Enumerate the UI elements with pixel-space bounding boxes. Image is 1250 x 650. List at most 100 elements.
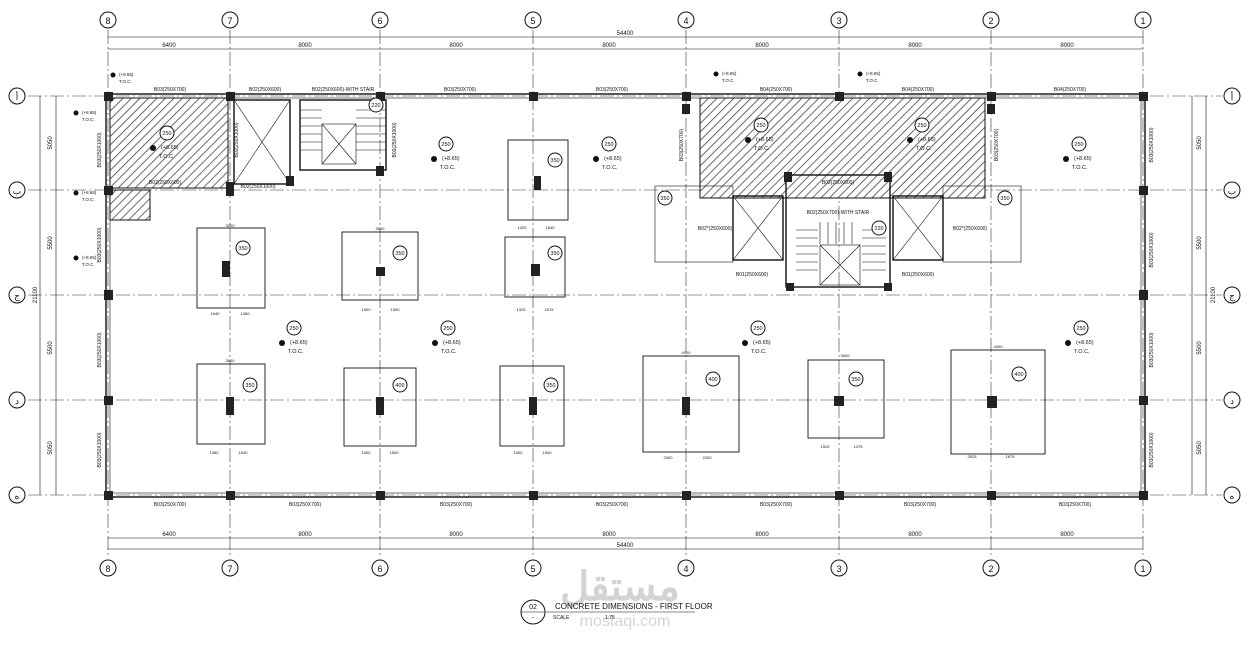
grid-bubble-bottom-4: 4 — [683, 564, 688, 574]
dim-left-row-4: 5050 — [48, 441, 54, 455]
grid-bubble-left-b: ب — [13, 186, 21, 196]
slab-tag-stair-220: 220 — [371, 103, 380, 109]
beam-stair-right: B02(250X1000) — [392, 122, 398, 157]
svg-text:(+8.65): (+8.65) — [756, 137, 774, 143]
stair-treads-left — [300, 109, 386, 151]
grid-bubble-right-e: ه — [1230, 491, 1235, 501]
svg-text:(+8.65): (+8.65) — [604, 156, 622, 162]
level-tag-16: (+8.65) T.O.C. — [857, 71, 881, 83]
level-tag-13: (+8.65)T.O.C. — [73, 255, 97, 267]
beam-labels-bottom: B03(250X700) B03(250X700) B03(250X700) B… — [154, 502, 1092, 508]
svg-text:T.O.C.: T.O.C. — [82, 197, 95, 202]
beam-stair-bottom: B02(250X1000) — [240, 184, 275, 190]
svg-text:(+8.65): (+8.65) — [443, 340, 461, 346]
grid-bubble-bottom-8: 8 — [105, 564, 110, 574]
fd-21: 4000 — [682, 350, 692, 355]
fd-4: 1500 — [391, 307, 401, 312]
svg-text:T.O.C.: T.O.C. — [751, 349, 767, 355]
level-tag-12: (+8.65)T.O.C. — [73, 190, 97, 202]
footing-tag-9: 350 — [851, 377, 860, 383]
grid-bubble-bottom-5: 5 — [530, 564, 535, 574]
side-grid-bubbles: أ ب ج د ه أ ب ج د ه — [8, 87, 1241, 504]
beam-core-vert-right: B03(250X700) — [994, 129, 1000, 162]
bottom-dimensions: 6400 8000 8000 8000 8000 8000 8000 54400 — [108, 532, 1143, 550]
svg-text:(+8.65): (+8.65) — [866, 71, 881, 76]
fd-19: 2625 — [968, 454, 978, 459]
bottom-grid-bubbles: 8 7 6 5 4 3 2 1 — [99, 559, 1152, 577]
level-tag-8: (+8.65)T.O.C. — [150, 145, 179, 160]
svg-text:(+8.65): (+8.65) — [918, 137, 936, 143]
dim-top-span-6: 8000 — [908, 43, 922, 49]
beam-labels-vertical: B03(250X1000) B03(250X1000) B03(250X1000… — [97, 122, 1155, 467]
level-tag-7: (+8.65)T.O.C. — [1065, 340, 1094, 355]
fd-20: 1675 — [1006, 454, 1016, 459]
grid-bubble-right-a: أ — [1231, 90, 1234, 102]
beam-right-2: B03(250X1000) — [1149, 232, 1155, 267]
hatched-slab-left — [109, 97, 229, 189]
fd-23: 3000 — [226, 358, 236, 363]
grid-bubble-right-b: ب — [1228, 186, 1236, 196]
beam-core-right-lower: B01(250X600) — [902, 272, 935, 278]
beam-right-1: B03(250X1000) — [1149, 127, 1155, 162]
footing-tag-1: 350 — [238, 246, 247, 252]
watermark-latin: mostaqi.com — [580, 613, 671, 630]
footing-tag-4: 350 — [550, 158, 559, 164]
svg-text:(+8.65): (+8.65) — [753, 340, 771, 346]
footing-tag-12: 350 — [1000, 196, 1009, 202]
level-tag-10: (+8.65) T.O.C. — [907, 137, 936, 152]
beam-right-3: B03(250X1000) — [1149, 332, 1155, 367]
level-tag-14: (+8.65)T.O.C. — [110, 72, 134, 84]
level-tag-1: (+8.65)T.O.C. — [431, 156, 460, 171]
fd-8: 1640 — [546, 225, 556, 230]
fd-12: 1500 — [390, 450, 400, 455]
footing-tag-6: 400 — [395, 383, 404, 389]
beam-top-3: B02(250X600)-WITH STAIR — [312, 87, 375, 93]
svg-text:(+8.65): (+8.65) — [161, 145, 179, 151]
dim-bottom-span-2: 8000 — [298, 532, 312, 538]
grid-bubble-bottom-6: 6 — [377, 564, 382, 574]
dim-top-span-5: 8000 — [755, 43, 769, 49]
slab-tag-5: 250 — [289, 326, 298, 332]
fd-5: 1325 — [517, 307, 527, 312]
grid-bubble-top-1: 1 — [1140, 16, 1145, 26]
grid-bubble-left-a: أ — [16, 90, 19, 102]
title-block: 02 - CONCRETE DIMENSIONS - FIRST FLOOR S… — [520, 599, 713, 625]
grid-bubble-bottom-1: 1 — [1140, 564, 1145, 574]
svg-text:T.O.C.: T.O.C. — [916, 146, 932, 152]
svg-text:T.O.C.: T.O.C. — [866, 78, 879, 83]
beam-top-7: B04(250X700) — [902, 87, 935, 93]
fd-22: 4000 — [994, 344, 1004, 349]
side-dimensions: 5050 5500 5500 5050 21100 5050 5500 5500… — [33, 96, 1217, 495]
svg-text:T.O.C.: T.O.C. — [1072, 165, 1088, 171]
dim-right-row-3: 5500 — [1197, 341, 1203, 355]
fd-16: 2000 — [703, 455, 713, 460]
fd-10: 1640 — [239, 450, 249, 455]
fd-17: 1525 — [821, 444, 831, 449]
edge-columns — [104, 92, 1148, 500]
watermark: مستقل mostaqi.com — [560, 565, 680, 630]
beam-labels-top: B03(250X700) B02(250X600) B02(250X600)-W… — [154, 87, 1087, 93]
grid-bubble-left-e: ه — [15, 491, 20, 501]
dim-right-row-4: 5050 — [1197, 441, 1203, 455]
svg-text:(+8.65): (+8.65) — [1074, 156, 1092, 162]
dim-right-row-2: 5500 — [1197, 236, 1203, 250]
grid-bubble-top-6: 6 — [377, 16, 382, 26]
beam-bottom-6: B03(250X700) — [904, 502, 937, 508]
scale-value: 1:75 — [605, 615, 615, 621]
svg-text:(+8.65): (+8.65) — [290, 340, 308, 346]
title-sheet-mark: - — [532, 615, 535, 622]
level-tag-3: (+8.65) T.O.C. — [1063, 156, 1092, 171]
beam-left-slab: B02(250X600) — [149, 180, 182, 186]
dim-total-top: 54400 — [617, 31, 634, 37]
fd-14: 1500 — [543, 450, 553, 455]
central-core — [654, 174, 1022, 288]
beam-top-5: B03(250X700) — [596, 87, 629, 93]
svg-text:T.O.C.: T.O.C. — [82, 117, 95, 122]
fd-26: 3000 — [841, 353, 851, 358]
slab-tag-7: 250 — [753, 326, 762, 332]
svg-text:(+8.65): (+8.65) — [82, 110, 97, 115]
beam-core-right-side: B02*(250X600) — [953, 226, 988, 232]
slab-tag-4: 250 — [1074, 142, 1083, 148]
beam-top-1: B03(250X700) — [154, 87, 187, 93]
